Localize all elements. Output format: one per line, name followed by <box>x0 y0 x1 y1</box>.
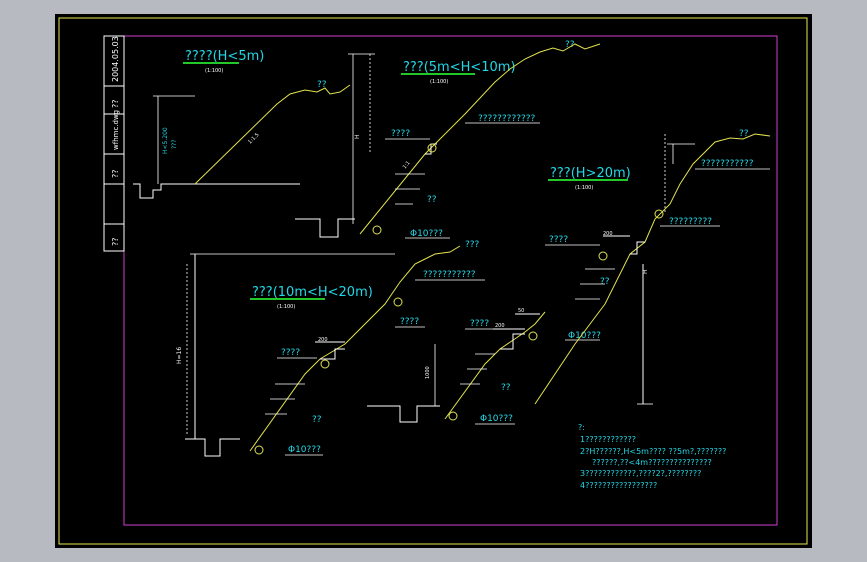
section-4-label-b: ???? <box>400 317 419 327</box>
title-date: 2004.05.03 <box>111 36 120 82</box>
section-4-title: ???(10m<H<20m) <box>252 285 373 300</box>
section-5: 200 50 1000 ???? ?? Φ10??? <box>367 308 546 425</box>
section-4: ???(10m<H<20m) (1:100) ??? ??????????? ?… <box>176 240 485 457</box>
section-4-h: H=16 <box>176 347 183 364</box>
section-3-top-label: ?? <box>739 129 749 139</box>
inner-frame <box>123 35 778 526</box>
section-2-label-a: ???????????? <box>478 114 536 124</box>
section-3-title: ???(H>20m) <box>550 166 631 181</box>
section-1-height-2: ??? <box>171 139 178 149</box>
drawing-sheet: 2004.05.03 ?? wfhmc.dwg ?? ?? ????(H<5m)… <box>55 14 812 548</box>
section-5-dim-1: 200 <box>495 323 505 329</box>
section-2-h: H <box>354 134 361 139</box>
notes-line-2: 2?H??????,H<5m???? ??5m?,??????? <box>580 447 726 456</box>
section-3-dim: 200 <box>603 231 613 237</box>
section-1-title: ????(H<5m) <box>185 49 264 64</box>
section-4-scale: (1:100) <box>277 304 295 310</box>
title-block: 2004.05.03 ?? wfhmc.dwg ?? ?? <box>103 35 125 252</box>
section-4-top-label: ??? <box>465 240 480 250</box>
section-1-top-label: ?? <box>317 80 327 90</box>
section-2-slope: 1:1 <box>402 160 412 170</box>
notes-line-3: ??????,??<4m??????????????? <box>592 458 712 467</box>
section-2-scale: (1:100) <box>430 79 448 85</box>
section-2-label-c: ?? <box>427 195 437 205</box>
section-2-label-b: ???? <box>391 129 410 139</box>
section-3-label-e: Φ10??? <box>568 331 601 341</box>
section-5-label-a: ???? <box>470 319 489 329</box>
section-4-dim: 200 <box>318 337 328 343</box>
cad-drawing: 2004.05.03 ?? wfhmc.dwg ?? ?? ????(H<5m)… <box>58 17 808 545</box>
notes-line-1: 1???????????? <box>580 435 636 444</box>
section-5-label-c: Φ10??? <box>480 414 513 424</box>
section-5-dim-2: 50 <box>518 308 524 314</box>
section-2-label-d: Φ10??? <box>410 229 443 239</box>
section-3-label-c: ???? <box>549 235 568 245</box>
section-5-label-b: ?? <box>501 383 511 393</box>
section-2-top-label: ?? <box>565 40 575 50</box>
section-4-label-c: ???? <box>281 348 300 358</box>
section-4-label-e: Φ10??? <box>288 445 321 455</box>
title-cell-4: ?? <box>111 170 120 179</box>
notes: ?: 1???????????? 2?H??????,H<5m???? ??5m… <box>578 423 726 490</box>
section-3-label-b: ????????? <box>669 217 712 227</box>
title-cell-5: ?? <box>111 238 120 247</box>
section-5-h: 1000 <box>425 366 431 379</box>
section-3: ???(H>20m) (1:100) ?? ??????????? ??????… <box>534 129 771 405</box>
section-3-label-a: ??????????? <box>701 159 754 169</box>
outer-frame <box>58 17 808 545</box>
notes-line-5: 4????????????????? <box>580 481 657 490</box>
section-3-label-d: ?? <box>600 277 610 287</box>
section-1: ????(H<5m) (1:100) ?? H<5.200 ??? 1:1.5 <box>133 49 351 199</box>
notes-title: ?: <box>578 423 585 432</box>
section-3-h: H <box>642 269 649 274</box>
notes-line-4: 3????????????,????2?,???????? <box>580 469 701 478</box>
section-1-scale: (1:100) <box>205 68 223 74</box>
section-3-scale: (1:100) <box>575 185 593 191</box>
section-2-title: ???(5m<H<10m) <box>403 60 516 75</box>
title-file: wfhmc.dwg <box>112 110 120 150</box>
section-4-label-d: ?? <box>312 415 322 425</box>
section-1-height: H<5.200 <box>162 127 169 154</box>
title-cell-2: ?? <box>111 100 120 109</box>
section-1-slope: 1:1.5 <box>247 132 260 145</box>
section-4-label-a: ??????????? <box>423 270 476 280</box>
section-2: ???(5m<H<10m) (1:100) ?? ???????????? ??… <box>295 40 601 239</box>
